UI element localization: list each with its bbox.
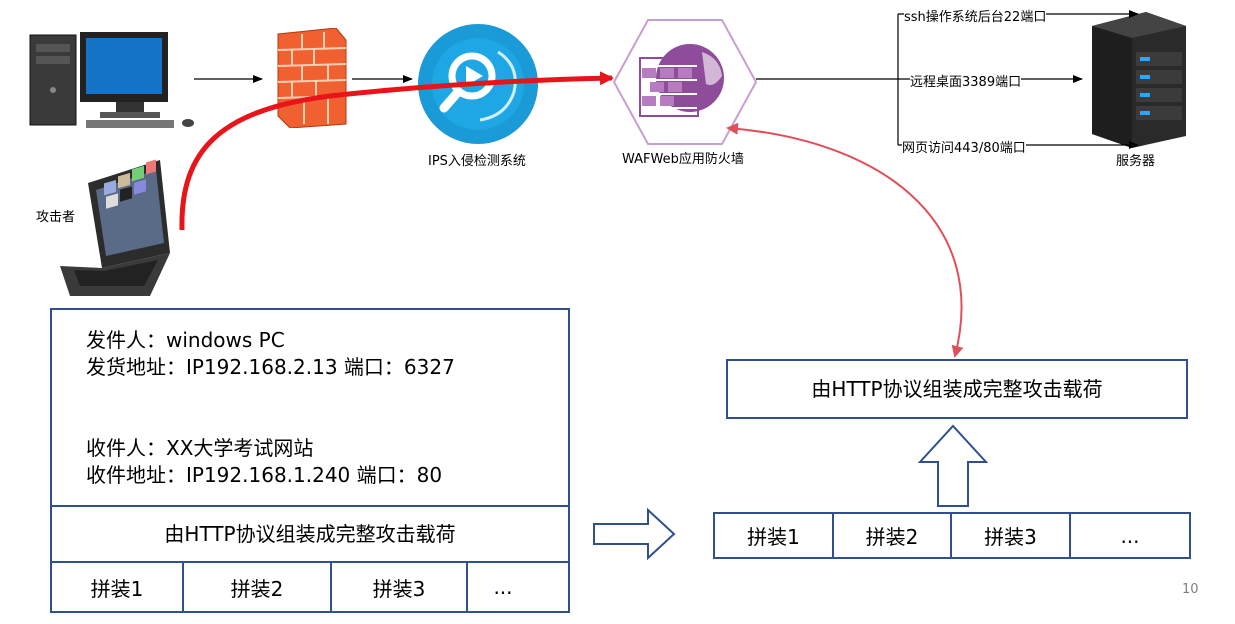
- server-icon: [1092, 12, 1186, 148]
- attacker-label: 攻击者: [36, 210, 76, 225]
- fragment-cell: ...: [1069, 512, 1191, 559]
- attack-path-arrow: [179, 71, 614, 231]
- port-label-web: 网页访问443/80端口: [902, 137, 1026, 156]
- port-label-rdp: 远程桌面3389端口: [910, 71, 1022, 90]
- assembled-payload-box: 由HTTP协议组装成完整攻击载荷: [726, 359, 1188, 419]
- packet-box: 发件人：windows PC 发货地址：IP192.168.2.13 端口：63…: [50, 308, 570, 613]
- assembled-payload-text: 由HTTP协议组装成完整攻击载荷: [811, 377, 1103, 401]
- port-label-ssh: ssh操作系统后台22端口: [904, 6, 1047, 25]
- fragment-cell: 拼装2: [184, 563, 332, 611]
- receiver-line: 收件人：XX大学考试网站: [86, 436, 314, 460]
- desktop-pc-icon: [29, 32, 194, 128]
- waf-label: WAFWeb应用防火墙: [622, 152, 744, 167]
- packet-payload-text: 由HTTP协议组装成完整攻击载荷: [164, 522, 456, 546]
- packet-payload-row: 由HTTP协议组装成完整攻击载荷: [52, 505, 568, 563]
- packet-fragments-row: 拼装1 拼装2 拼装3 ...: [52, 563, 568, 611]
- hollow-right-arrow-icon: [593, 508, 676, 560]
- receiver-address-line: 收件地址：IP192.168.1.240 端口：80: [86, 463, 443, 487]
- page-number: 10: [1182, 582, 1199, 597]
- sender-line: 发件人：windows PC: [86, 328, 285, 352]
- assembled-fragments-row: 拼装1 拼装2 拼装3 ...: [713, 512, 1191, 559]
- hollow-up-arrow-icon: [917, 424, 989, 507]
- waf-feedback-arrow: [726, 122, 964, 358]
- waf-icon: [612, 19, 758, 145]
- attacker-laptop-icon: [60, 159, 170, 296]
- ips-label: IPS入侵检测系统: [428, 154, 526, 169]
- server-label: 服务器: [1116, 154, 1156, 169]
- fragment-cell: 拼装2: [832, 512, 952, 559]
- fragment-cell: 拼装3: [950, 512, 1071, 559]
- fragment-cell: 拼装1: [713, 512, 834, 559]
- fragment-cell: 拼装3: [332, 563, 468, 611]
- sender-address-line: 发货地址：IP192.168.2.13 端口：6327: [86, 355, 455, 379]
- fragment-cell: 拼装1: [52, 563, 184, 611]
- fragment-cell: ...: [493, 575, 513, 599]
